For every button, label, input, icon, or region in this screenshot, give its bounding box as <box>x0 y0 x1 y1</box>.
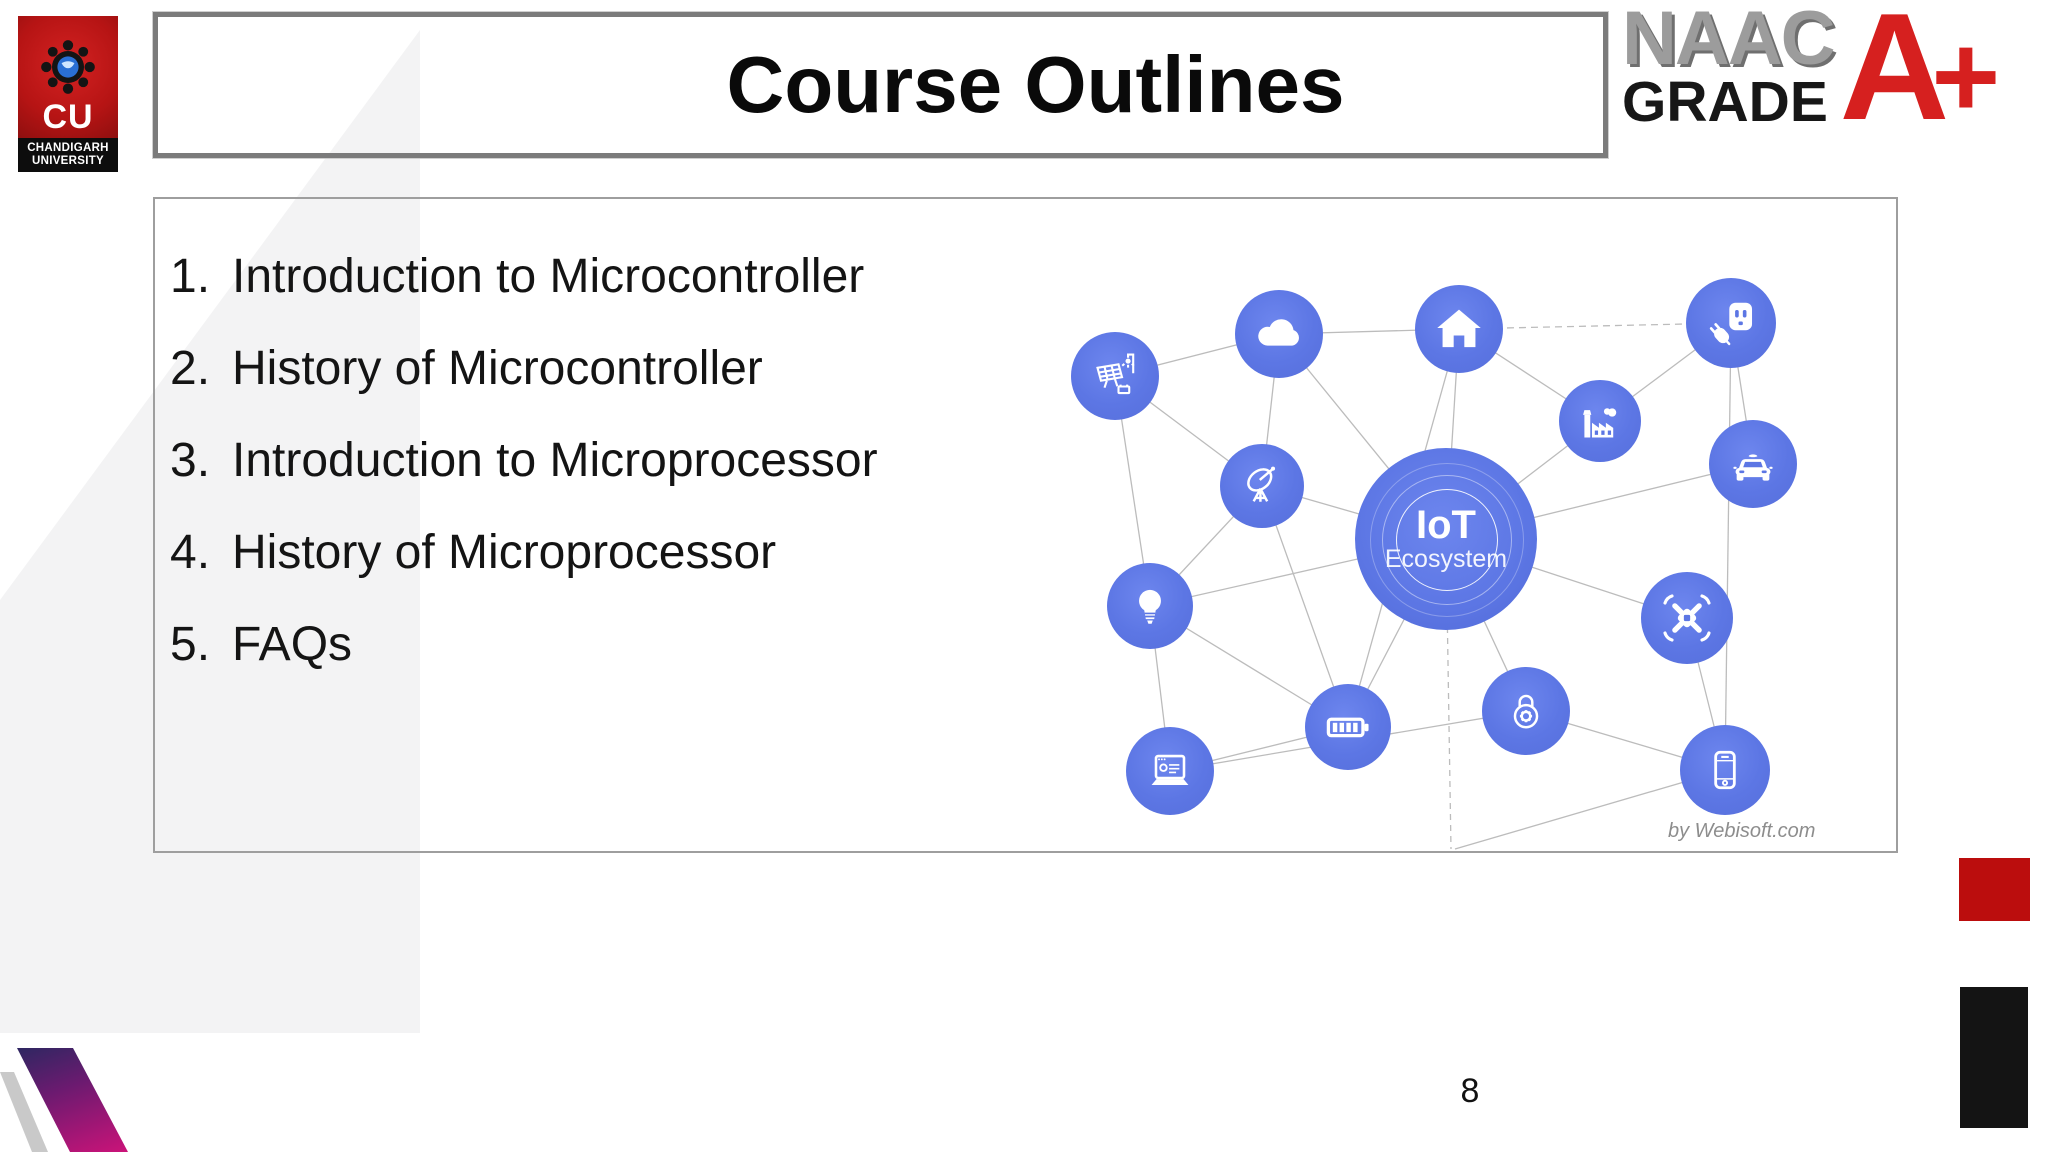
list-item-number: 2. <box>170 341 211 395</box>
solar-panel-node <box>1071 332 1159 420</box>
battery-icon <box>1326 717 1369 738</box>
course-outline-list: 1. Introduction to Microcontroller 2. Hi… <box>170 230 878 690</box>
list-item: 2. History of Microcontroller <box>170 322 878 414</box>
iot-ecosystem-hub: IoT Ecosystem <box>1355 448 1537 630</box>
cloud-icon <box>1258 319 1299 346</box>
security-lock-node <box>1482 667 1570 755</box>
cu-logo-red-block: CU <box>18 16 118 138</box>
light-bulb-icon <box>1139 589 1161 624</box>
list-item: 3. Introduction to Microprocessor <box>170 414 878 506</box>
drone-icon <box>1663 594 1711 642</box>
security-lock-icon <box>1513 694 1539 729</box>
naac-text: NAAC <box>1622 0 1836 81</box>
list-item-text: FAQs <box>232 617 353 671</box>
red-square-decoration <box>1959 858 2030 921</box>
page-title: Course Outlines <box>726 40 1345 129</box>
list-item-text: History of Microcontroller <box>232 341 763 395</box>
list-item-number: 1. <box>170 249 211 303</box>
page-number: 8 <box>1460 1072 1480 1110</box>
drone-node <box>1641 572 1733 664</box>
list-item: 5. FAQs <box>170 598 878 690</box>
grade-a-text: A <box>1839 0 1950 152</box>
smart-home-node <box>1415 285 1503 373</box>
list-item: 1. Introduction to Microcontroller <box>170 230 878 322</box>
diagram-credit: by Webisoft.com <box>1668 820 1816 842</box>
cu-name-line1: CHANDIGARH <box>27 141 109 154</box>
hub-subtitle: Ecosystem <box>1384 545 1508 574</box>
hub-title: IoT <box>1416 503 1476 548</box>
laptop-icon <box>1151 754 1189 785</box>
light-bulb-node <box>1107 563 1193 649</box>
cu-logo: CU CHANDIGARH UNIVERSITY <box>18 16 118 172</box>
grade-plus-text: + <box>1931 11 2001 143</box>
content-box <box>153 197 1898 853</box>
factory-icon <box>1583 408 1617 438</box>
satellite-dish-node <box>1220 444 1304 528</box>
smart-home-icon <box>1437 309 1481 348</box>
list-item-text: Introduction to Microprocessor <box>232 433 878 487</box>
cu-name-line2: UNIVERSITY <box>31 154 104 167</box>
cu-abbr: CU <box>42 97 94 136</box>
connected-car-node <box>1709 420 1797 508</box>
power-plug-node <box>1686 278 1776 368</box>
smartphone-icon <box>1714 750 1736 790</box>
solar-panel-icon <box>1096 353 1135 395</box>
cu-gear-globe-icon <box>41 39 95 94</box>
black-rect-decoration <box>1960 987 2028 1128</box>
list-item: 4. History of Microprocessor <box>170 506 878 598</box>
laptop-node <box>1126 727 1214 815</box>
cu-university-name: CHANDIGARH UNIVERSITY <box>18 137 118 172</box>
grade-text: GRADE <box>1622 70 1828 135</box>
naac-grade-logo: NAAC GRADE A + <box>1622 0 2001 152</box>
list-item-text: History of Microprocessor <box>232 525 777 579</box>
list-item-text: Introduction to Microcontroller <box>232 249 865 303</box>
cloud-node <box>1235 290 1323 378</box>
factory-node <box>1559 380 1641 462</box>
connected-car-icon <box>1733 454 1773 481</box>
list-item-number: 3. <box>170 433 211 487</box>
list-item-number: 5. <box>170 617 211 671</box>
power-plug-icon <box>1709 302 1753 346</box>
title-box: Course Outlines <box>153 12 1608 158</box>
battery-node <box>1305 684 1391 770</box>
satellite-dish-icon <box>1247 466 1276 502</box>
smartphone-node <box>1680 725 1770 815</box>
list-item-number: 4. <box>170 525 211 579</box>
